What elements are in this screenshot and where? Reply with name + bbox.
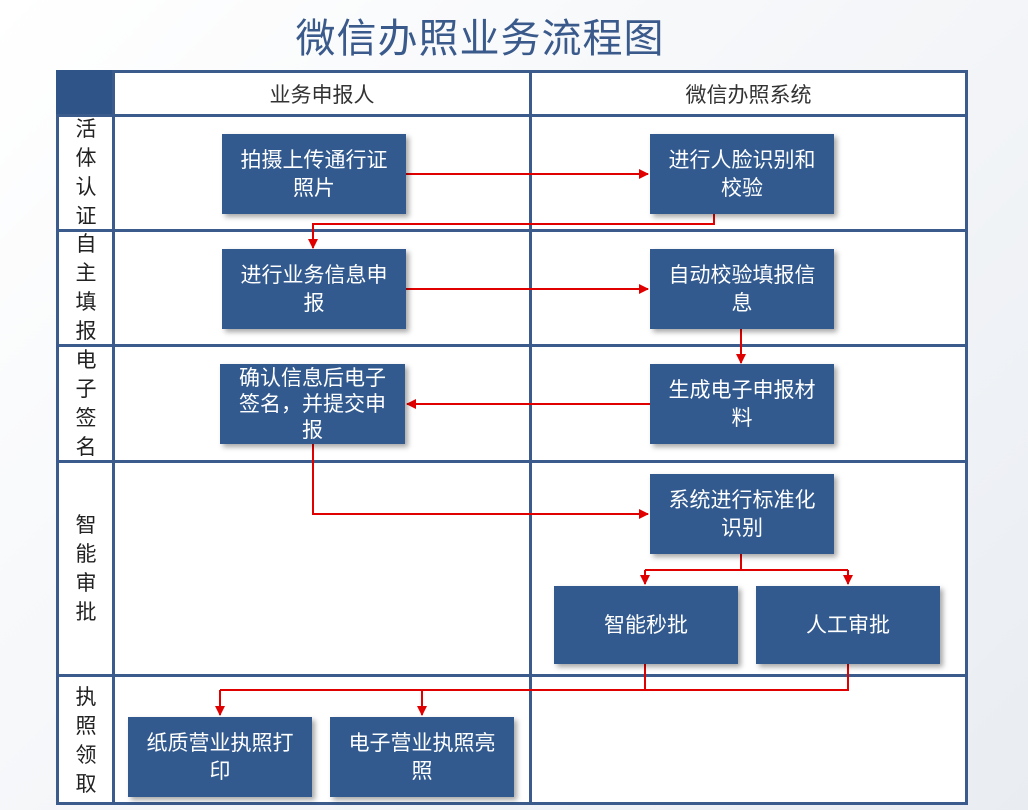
column-header-system: 微信办照系统 <box>685 83 812 107</box>
step-manual-approve: 人工审批 <box>756 586 940 664</box>
header-divider <box>56 114 968 117</box>
step-upload-photo: 拍摄上传通行证照片 <box>222 134 406 214</box>
lane-label-smart-approval: 智能审批 <box>75 512 97 624</box>
step-face-recognition: 进行人脸识别和校验 <box>650 134 834 214</box>
arrow-approvals-merge <box>220 664 849 691</box>
lane-divider-3 <box>56 460 968 463</box>
step-standard-recognition: 系统进行标准化识别 <box>650 474 834 554</box>
lane-divider-1 <box>56 229 968 232</box>
lane-label-license-pickup: 执照领取 <box>75 685 97 796</box>
arrow-sign-to-standard <box>312 444 649 519</box>
step-e-license-display: 电子营业执照亮照 <box>330 717 514 797</box>
step-fill-business-info: 进行业务信息申报 <box>222 249 406 329</box>
label-column-divider <box>112 70 115 805</box>
step-auto-verify: 自动校验填报信息 <box>650 249 834 329</box>
role-column-divider <box>529 70 532 805</box>
lane-label-e-sign: 电子签名 <box>75 347 97 459</box>
step-paper-license-print: 纸质营业执照打印 <box>128 717 312 797</box>
arrow-to-smart-approve <box>645 569 848 584</box>
lane-label-self-fill: 自主填报 <box>75 232 97 343</box>
lane-divider-2 <box>56 344 968 347</box>
page-title: 微信办照业务流程图 <box>295 16 665 62</box>
grid-corner-cell <box>56 70 114 117</box>
lane-divider-4 <box>56 674 968 677</box>
step-generate-material: 生成电子申报材料 <box>650 364 834 444</box>
column-header-applicant: 业务申报人 <box>269 83 375 107</box>
arrow-face-to-fill <box>308 214 715 249</box>
step-confirm-sign: 确认信息后电子签名，并提交申报 <box>220 364 405 444</box>
step-smart-approve: 智能秒批 <box>554 586 738 664</box>
lane-label-liveness: 活体认证 <box>75 117 97 228</box>
